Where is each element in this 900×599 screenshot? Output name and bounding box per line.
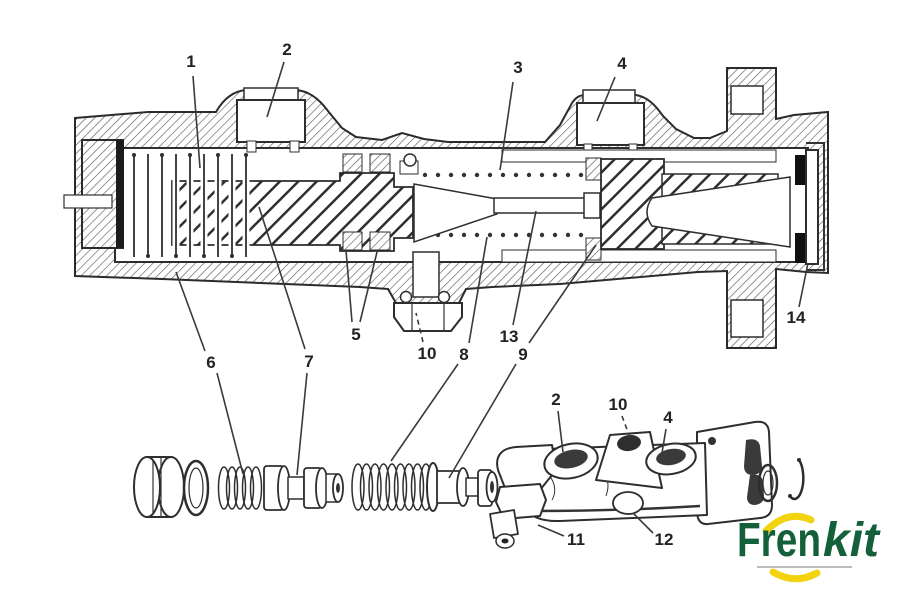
dust-cap <box>133 456 185 518</box>
piston-seal <box>342 153 363 173</box>
leader-line-8 <box>468 236 488 344</box>
channel-bottom <box>501 249 777 263</box>
logo-arc-top <box>762 512 815 535</box>
return-spring <box>130 153 250 258</box>
feed-channel <box>289 140 300 153</box>
filler-nub <box>617 434 641 452</box>
switch-fitting-end <box>489 509 519 539</box>
flange-hole-dot <box>708 437 716 445</box>
leader-line-6 <box>175 271 206 352</box>
leader-line-5 <box>345 249 353 323</box>
callout-4: 4 <box>617 54 627 73</box>
leader-line-2 <box>266 61 285 118</box>
leader-line-9 <box>448 363 517 479</box>
switch-fitting-hole <box>501 538 509 544</box>
snap-ring <box>788 458 805 501</box>
flange-slot <box>747 474 764 505</box>
washer-ring <box>757 463 779 503</box>
piston-seal <box>369 153 391 173</box>
leader-line-5 <box>359 251 378 323</box>
push-rod-cap <box>583 192 601 219</box>
leader-line-13 <box>512 210 537 326</box>
reservoir-port-2 <box>236 99 306 143</box>
logo-text-fren: Fren <box>737 514 821 567</box>
outlet-stem <box>412 251 440 298</box>
circlip-groove <box>805 149 819 265</box>
body-port-left-hole <box>554 449 588 469</box>
leader-line-3 <box>499 81 514 171</box>
primary-piston-kit <box>351 462 499 512</box>
body-port-right-hole <box>656 448 686 466</box>
callout-13: 13 <box>500 327 519 346</box>
callout-2: 2 <box>282 40 291 59</box>
leader-line-6 <box>216 372 244 475</box>
callout-4: 4 <box>663 408 673 427</box>
leader-line-9 <box>528 244 597 344</box>
end-plug-slot <box>63 194 113 209</box>
callout-9: 9 <box>518 345 527 364</box>
leader-line-10 <box>415 312 424 343</box>
valve-cone <box>413 183 498 244</box>
leader-line-2 <box>557 410 564 453</box>
leader-line-4 <box>661 428 667 454</box>
callout-14: 14 <box>787 308 806 327</box>
piston-seal <box>342 231 363 251</box>
primary-piston-seal <box>585 157 602 181</box>
callout-7: 7 <box>304 352 313 371</box>
tilt-valve-ball <box>403 153 417 167</box>
outlet-boss-12 <box>612 491 644 515</box>
flange-hole-top <box>730 85 764 115</box>
push-rod <box>493 197 591 214</box>
callout-6: 6 <box>206 353 215 372</box>
logo-text-kit: kit <box>823 514 881 567</box>
leader-line-7 <box>258 206 306 350</box>
leader-line-1 <box>192 75 201 169</box>
flange-slot <box>744 439 762 475</box>
leader-line-7 <box>296 372 308 476</box>
o-ring <box>182 459 210 517</box>
piston-seal <box>369 231 391 251</box>
outlet-ball <box>399 290 413 304</box>
end-plug-edge <box>116 140 124 248</box>
leader-line-11 <box>537 524 565 537</box>
body-center-boss <box>595 431 663 489</box>
feed-channel <box>246 140 257 153</box>
cross-section-view <box>63 67 829 349</box>
callout-3: 3 <box>513 58 522 77</box>
flange-hole-bottom <box>730 299 764 338</box>
logo-arc-bottom <box>769 568 821 583</box>
body-left-head <box>496 444 557 491</box>
callout-11: 11 <box>567 530 585 549</box>
callout-1: 1 <box>186 52 195 71</box>
piston-socket <box>646 176 791 248</box>
callout-10: 10 <box>418 344 437 363</box>
reservoir-port-4 <box>576 102 645 146</box>
leader-line-8 <box>390 363 459 462</box>
leader-line-12 <box>632 512 654 534</box>
leader-line-14 <box>798 262 809 308</box>
bore-seal-top <box>795 155 806 185</box>
exploded-view <box>133 420 805 549</box>
callout-10: 10 <box>609 395 628 414</box>
frenkit-logo: Fren kit <box>737 512 881 583</box>
callout-5: 5 <box>351 325 360 344</box>
callout-2: 2 <box>551 390 560 409</box>
callout-8: 8 <box>459 345 468 364</box>
bore-end-face <box>806 142 825 271</box>
outlet-ball <box>437 290 451 304</box>
outlet-nut <box>393 302 463 332</box>
bore-seal-bottom <box>795 233 806 263</box>
cylinder-body-3d <box>489 420 773 549</box>
callout-12: 12 <box>655 530 674 549</box>
leader-line-10 <box>621 415 633 444</box>
leader-line-4 <box>596 76 616 122</box>
secondary-piston-kit <box>217 465 344 511</box>
